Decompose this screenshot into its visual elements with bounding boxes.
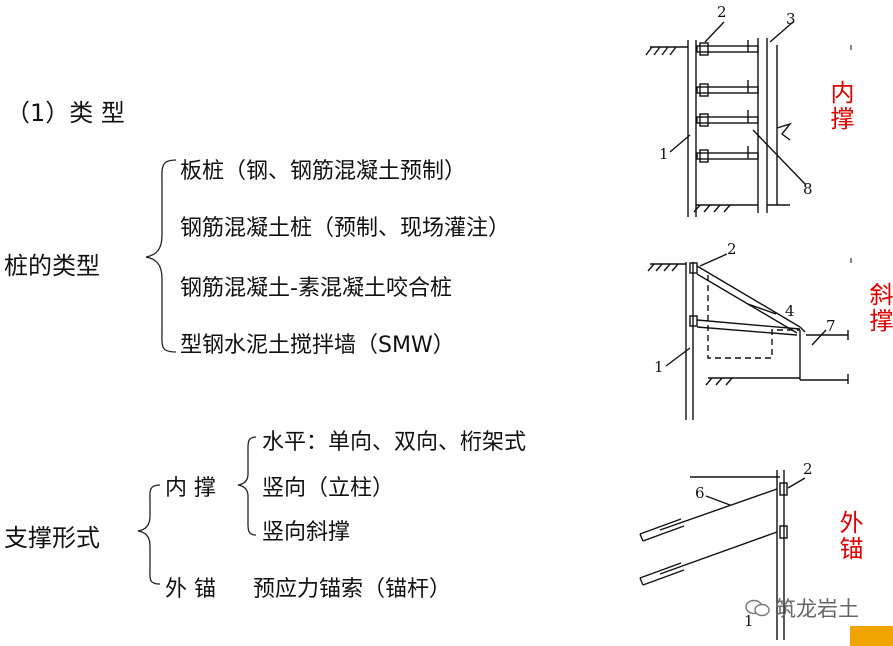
inner-strut-item: 竖向斜撑 xyxy=(262,520,351,545)
diagram-label: 8 xyxy=(803,180,813,198)
inner-strut-item: 竖向（立柱） xyxy=(262,476,395,501)
outer-anchor-label: 外 锚 xyxy=(165,577,216,602)
diagram-label: 2 xyxy=(727,240,737,258)
diagram-label: 6 xyxy=(695,484,705,502)
diagram-label: 1 xyxy=(744,612,754,630)
diagram-label: 3 xyxy=(786,10,796,28)
diagram-label: 2 xyxy=(717,3,727,21)
diagram-label: 1 xyxy=(654,358,664,376)
inclined-strut-caption: 斜撑 xyxy=(865,282,893,334)
inner-strut-item: 水平：单向、双向、桁架式 xyxy=(262,430,527,455)
pile-type-item: 钢筋混凝土桩（预制、现场灌注） xyxy=(180,216,511,241)
watermark: 筑龙岩土 xyxy=(775,597,859,621)
pile-type-item: 板桩（钢、钢筋混凝土预制） xyxy=(180,159,467,184)
corner-decoration xyxy=(850,626,893,646)
diagram-label: 1 xyxy=(659,145,669,163)
pile-type-item: 钢筋混凝土-素混凝土咬合桩 xyxy=(180,276,452,301)
section-title: （1）类 型 xyxy=(6,99,125,127)
anchor-caption: 外锚 xyxy=(835,510,863,562)
diagram-label: 4 xyxy=(785,302,795,320)
chat-bubble-icon xyxy=(745,599,770,617)
pile-types-label: 桩的类型 xyxy=(4,252,100,280)
inner-strut-label: 内 撑 xyxy=(165,476,216,501)
support-forms-label: 支撑形式 xyxy=(4,524,100,552)
diagram-label: 2 xyxy=(803,460,813,478)
diagram-label: 7 xyxy=(826,317,836,335)
inner-strut-caption: 内撑 xyxy=(826,80,854,132)
outer-anchor-item: 预应力锚索（锚杆） xyxy=(253,577,452,602)
pile-type-item: 型钢水泥土搅拌墙（SMW） xyxy=(180,333,455,358)
